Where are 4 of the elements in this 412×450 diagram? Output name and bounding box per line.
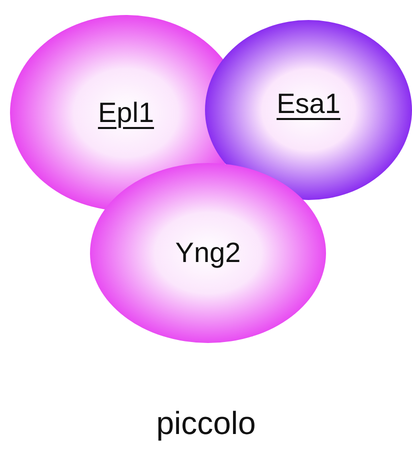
protein-name: Esa1 — [276, 88, 340, 120]
protein-name: Epl1 — [98, 97, 154, 129]
caption: piccolo — [155, 405, 257, 442]
protein-name: Yng2 — [175, 237, 241, 269]
